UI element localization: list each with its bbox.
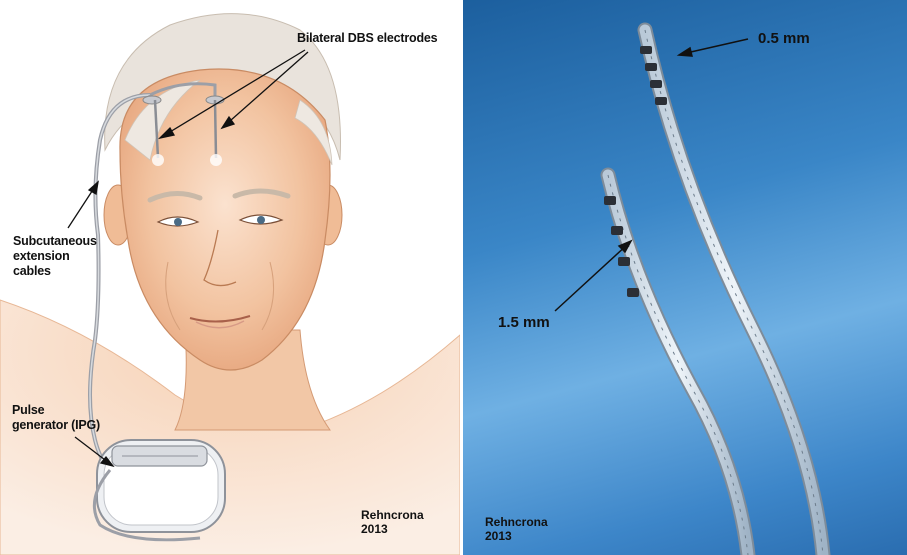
credit-left: Rehncrona 2013 — [361, 508, 424, 536]
small-spacing-label: 0.5 mm — [758, 30, 810, 47]
electrodes-label: Bilateral DBS electrodes — [297, 31, 437, 46]
extension-cables-label: Subcutaneous extension cables — [13, 234, 97, 279]
dbs-system-illustration: Bilateral DBS electrodes Subcutaneous ex… — [0, 0, 460, 555]
electrode-leads — [463, 0, 907, 555]
pulse-generator-label: Pulse generator (IPG) — [12, 403, 100, 433]
large-spacing-label: 1.5 mm — [498, 314, 550, 331]
electrode-closeup-photo: 0.5 mm 1.5 mm Rehncrona 2013 — [463, 0, 907, 555]
credit-right: Rehncrona 2013 — [485, 515, 548, 543]
